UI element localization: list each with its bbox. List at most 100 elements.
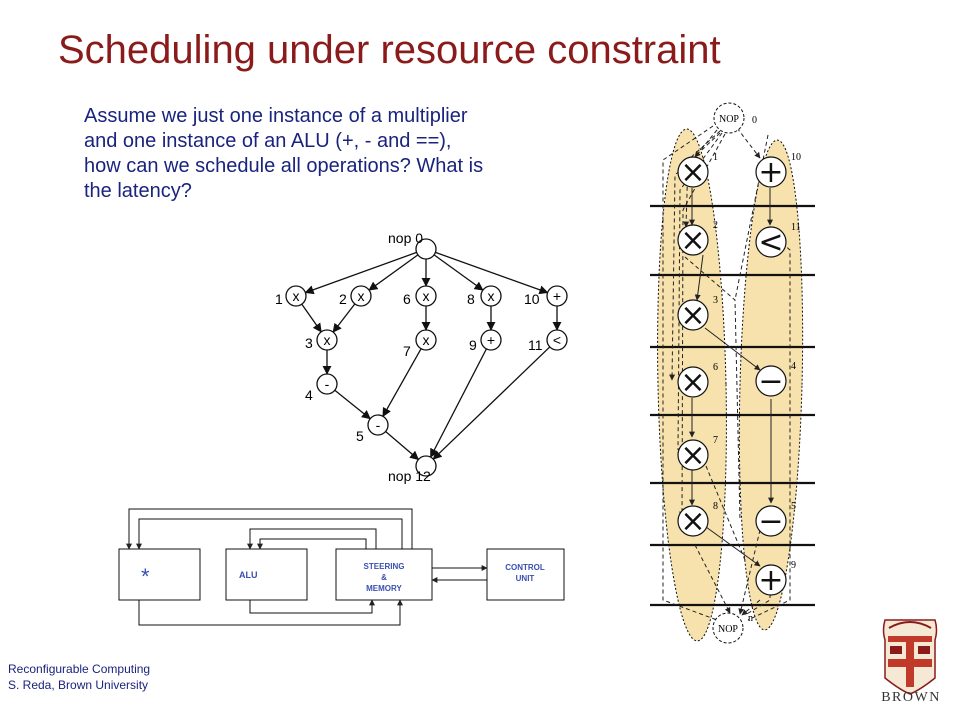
dfg-node-circle	[415, 285, 437, 307]
alu-op-node-id: 4	[791, 361, 796, 372]
alu-op-node-symbol: +	[758, 563, 783, 598]
dfg-node: nop 12	[388, 455, 437, 484]
nop-bottom-id: n	[748, 613, 753, 624]
multiplier-label: *	[141, 564, 150, 589]
dfg-node: x3	[305, 329, 338, 351]
dfg-node-label: 3	[305, 335, 313, 351]
alu-label: ALU	[239, 570, 258, 580]
dfg-node-op: x	[293, 288, 300, 304]
alu-op-node-symbol: −	[758, 504, 783, 539]
alu-op-node-symbol: +	[758, 155, 783, 190]
nop-bottom: NOP n	[712, 612, 753, 644]
shield-icon	[882, 619, 938, 695]
dfg-node: nop 0	[388, 230, 437, 260]
nop-top: NOP 0	[713, 102, 757, 134]
steering-label: &	[381, 573, 387, 582]
mult-op-node-symbol: ×	[680, 298, 705, 333]
mult-op-node-symbol: ×	[680, 365, 705, 400]
dfg-node: x6	[403, 285, 437, 307]
mult-op-node-id: 2	[713, 220, 718, 231]
logo-word: BROWN	[881, 690, 941, 705]
steering-memory-block	[335, 548, 433, 601]
dfg-edge	[334, 389, 371, 420]
dfg-node-circle	[316, 373, 338, 395]
dfg-node-label: 8	[467, 291, 475, 307]
dfg-node-op: -	[376, 417, 381, 433]
dfg-edge	[435, 251, 549, 295]
dfg-node-op: +	[487, 332, 495, 348]
dfg-node-label: 7	[403, 343, 411, 359]
mult-op-node-id: 3	[713, 295, 718, 306]
dfg-node-circle	[415, 329, 437, 351]
mult-op-node-symbol: ×	[680, 223, 705, 258]
dfg-node-label: nop 0	[388, 230, 423, 246]
dfg-edge	[382, 348, 422, 418]
question-text: Assume we just one instance of a multipl…	[84, 104, 629, 204]
footer: Reconfigurable Computing S. Reda, Brown …	[8, 661, 150, 693]
dfg-node: x1	[275, 285, 307, 307]
dfg-node: -5	[356, 414, 389, 444]
dfg-node-circle	[350, 285, 372, 307]
dfg-node-op: x	[324, 332, 331, 348]
alu-op-node-id: 5	[791, 501, 796, 512]
dfg-edge	[385, 431, 420, 461]
nop-bottom-label: NOP	[718, 624, 738, 635]
footer-course: Reconfigurable Computing	[8, 662, 151, 676]
alu-op-node: +10	[755, 152, 801, 190]
alu-op-node-circle	[755, 564, 787, 596]
dfg-edge	[433, 254, 484, 291]
mult-op-node-circle	[677, 224, 709, 256]
dfg-node-op: x	[358, 288, 365, 304]
dfg-edge	[301, 303, 322, 333]
control-unit-label: CONTROL	[505, 563, 545, 572]
dfg-node-circle	[367, 414, 389, 436]
mult-op-node-symbol: ×	[680, 155, 705, 190]
alu-op-node: −5	[755, 501, 796, 539]
alu-op-node-id: 9	[791, 560, 796, 571]
dfg-edge	[304, 251, 417, 295]
mult-op-node-id: 6	[713, 362, 718, 373]
mult-op-node: ×1	[677, 152, 718, 190]
alu-op-node-id: 10	[791, 152, 801, 163]
mult-op-node-symbol: ×	[680, 438, 705, 473]
alu-op-node-id: 11	[791, 222, 801, 233]
alu-op-node-circle	[755, 226, 787, 258]
dfg-node-circle	[415, 238, 437, 260]
mult-op-node-id: 7	[713, 435, 718, 446]
alu-op-node: +9	[755, 560, 796, 598]
dfg-node-op: <	[553, 332, 561, 348]
dfg-node: x7	[403, 329, 437, 359]
mult-op-node: ×7	[677, 435, 718, 473]
nop-top-id: 0	[752, 115, 757, 126]
alu-op-node-circle	[755, 505, 787, 537]
dfg-node: -4	[305, 373, 338, 403]
dfg-node: +9	[469, 329, 502, 353]
alu-op-node-circle	[755, 365, 787, 397]
dfg-node-label: 5	[356, 428, 364, 444]
mult-op-node-symbol: ×	[680, 504, 705, 539]
dfg-node-label: 4	[305, 387, 313, 403]
dfg-node-label: 10	[524, 291, 540, 307]
dfg-node-circle	[316, 329, 338, 351]
dfg-node-circle	[480, 329, 502, 351]
dfg-node-circle	[546, 285, 568, 307]
slide-title: Scheduling under resource constraint	[58, 28, 721, 72]
question-line: the latency?	[84, 180, 192, 202]
dfg-node-circle	[285, 285, 307, 307]
dfg-node-label: 11	[528, 337, 543, 353]
dfg-node-circle	[480, 285, 502, 307]
mult-op-node: ×6	[677, 362, 718, 400]
time-step-lines	[650, 204, 815, 607]
dfg-node-op: +	[553, 288, 561, 304]
mult-op-node-id: 1	[713, 152, 718, 163]
nop-top-label: NOP	[719, 114, 739, 125]
dfg-node-op: x	[423, 288, 430, 304]
alu-op-node-circle	[755, 156, 787, 188]
mult-op-node-id: 8	[713, 501, 718, 512]
alu-op-node: <11	[755, 222, 801, 260]
steering-label: MEMORY	[366, 584, 402, 593]
dfg-node-label: 6	[403, 291, 411, 307]
dfg-node-op: x	[423, 332, 430, 348]
